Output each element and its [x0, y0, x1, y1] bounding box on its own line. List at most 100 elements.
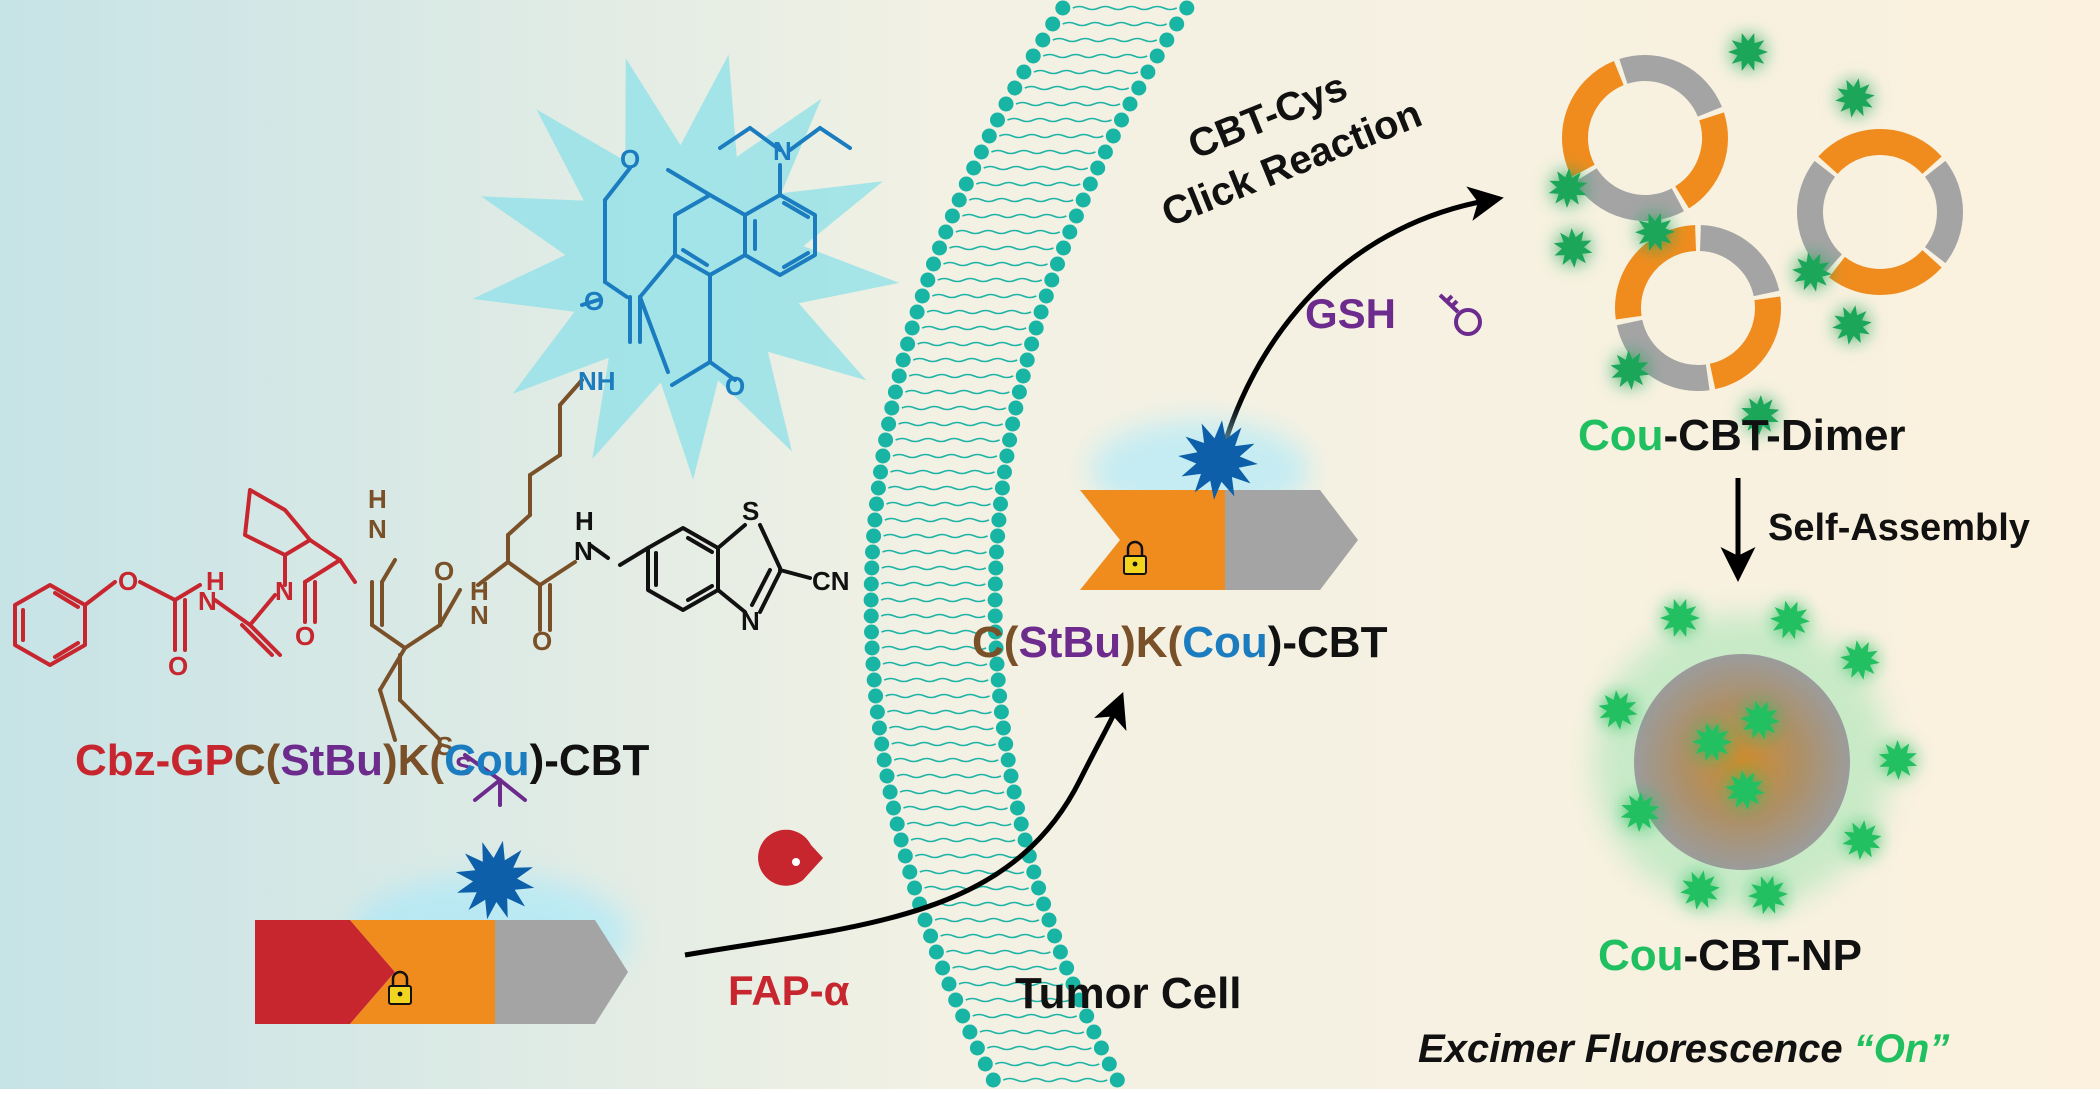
lipid-head	[866, 528, 882, 544]
cysteine-fragment	[378, 558, 407, 742]
lipid-head	[955, 1008, 971, 1024]
dimer-name-label: Cou-CBT-Dimer	[1578, 411, 1906, 460]
lipid-head	[1109, 1072, 1125, 1088]
lipid-head	[875, 448, 891, 464]
lipid-head	[938, 224, 954, 240]
fap-alpha-enzyme: FAP-α	[728, 829, 850, 1014]
np-star-icon	[1620, 792, 1660, 832]
lipid-head	[1072, 992, 1088, 1008]
lipid-head	[999, 448, 1015, 464]
dimer-star-icon	[1792, 252, 1832, 292]
atom-o-ring: O	[620, 144, 640, 174]
lipid-head	[1005, 416, 1021, 432]
lipid-head	[951, 192, 967, 208]
dimer-star-icon	[1728, 33, 1768, 71]
lipid-head	[1159, 32, 1175, 48]
lipid-head	[990, 672, 1006, 688]
lipid-head	[935, 960, 951, 976]
lipid-head	[882, 784, 898, 800]
cell-membrane	[863, 0, 1195, 1088]
atom-n-thiazole: N	[741, 606, 760, 636]
lipid-head	[874, 736, 890, 752]
lipid-head	[1065, 976, 1081, 992]
lipid-head	[900, 336, 916, 352]
atom-o-cys: O	[434, 556, 454, 586]
dimer-star-icon	[1553, 228, 1593, 268]
dimer-star-icon	[1610, 350, 1650, 390]
lipid-head	[1033, 304, 1049, 320]
lipid-head	[998, 96, 1014, 112]
lipid-head	[1101, 1056, 1117, 1072]
probe-cartoon	[255, 840, 630, 1024]
lipid-head	[1010, 800, 1025, 816]
lipid-head	[966, 160, 982, 176]
lipid-head	[1114, 112, 1129, 128]
np-star-icon	[1878, 740, 1918, 780]
atom-nh-coumarin: NH	[578, 366, 616, 396]
lipid-head	[869, 496, 884, 512]
cbt-block	[495, 920, 628, 1024]
lipid-head	[904, 320, 920, 336]
lipid-head	[1026, 864, 1042, 880]
lipid-head	[958, 176, 974, 192]
lipid-head	[1122, 96, 1138, 112]
lipid-head	[1056, 240, 1071, 256]
cys-lys-block-released	[1080, 490, 1225, 590]
probe-name-label: Cbz-GPC(StBu)K(Cou)-CBT	[75, 736, 649, 785]
dimer-ring-segment	[1615, 225, 1697, 320]
lipid-head	[994, 480, 1010, 496]
lipid-head	[1079, 1008, 1095, 1024]
atom-o-lys: O	[532, 626, 552, 656]
cleavage-arrow	[684, 692, 1127, 958]
lysine-fragment	[370, 378, 584, 742]
np-star-icon	[1740, 700, 1780, 740]
lipid-head	[1013, 816, 1029, 832]
lipid-head	[1097, 144, 1113, 160]
lipid-head	[902, 864, 918, 880]
dimer-star-icon	[1835, 78, 1875, 118]
lipid-head	[1024, 336, 1040, 352]
dimer-ring-segment	[1574, 167, 1684, 221]
probe-structure	[13, 126, 852, 807]
lipid-head	[895, 352, 911, 368]
lipid-head	[987, 608, 1003, 624]
atom-o-pro: O	[295, 621, 315, 651]
lock-icon-released	[1123, 540, 1147, 575]
cou-cbt-dimers	[1562, 55, 1963, 391]
np-star-icon	[1748, 875, 1788, 915]
lipid-head	[867, 512, 883, 528]
lipid-head	[977, 1056, 993, 1072]
dimer-coumarin-stars	[1548, 33, 1875, 435]
lipid-head	[995, 720, 1011, 736]
lipid-head	[932, 240, 947, 256]
atom-cn: CN	[812, 566, 850, 596]
lipid-head	[881, 416, 897, 432]
lipid-head	[1093, 1040, 1109, 1056]
np-star-icon	[1842, 820, 1882, 860]
lipid-head	[863, 592, 879, 608]
lipid-head	[1075, 192, 1091, 208]
lipid-head	[1068, 208, 1084, 224]
lipid-head	[989, 544, 1004, 560]
lipid-head	[969, 1040, 985, 1056]
lipid-head	[993, 704, 1009, 720]
tumor-cell-label: Tumor Cell	[1015, 969, 1242, 1018]
lipid-head	[865, 656, 881, 672]
dimer-ring-segment	[1699, 225, 1780, 297]
lipid-head	[909, 304, 925, 320]
lipid-head	[1017, 832, 1033, 848]
lipid-head	[962, 1024, 978, 1040]
coumarin-star-icon	[455, 840, 535, 920]
lipid-head	[988, 624, 1003, 640]
lipid-head	[864, 624, 879, 640]
atom-o-carbamate: O	[168, 651, 188, 681]
lipid-head	[917, 912, 933, 928]
lipid-head	[988, 640, 1004, 656]
gsh-label: GSH	[1305, 290, 1396, 337]
dimer-ring-segment	[1616, 319, 1710, 391]
lipid-head	[1025, 48, 1041, 64]
lipid-head	[897, 848, 913, 864]
atom-o-benzyl: O	[118, 566, 138, 596]
lipid-head	[928, 944, 944, 960]
